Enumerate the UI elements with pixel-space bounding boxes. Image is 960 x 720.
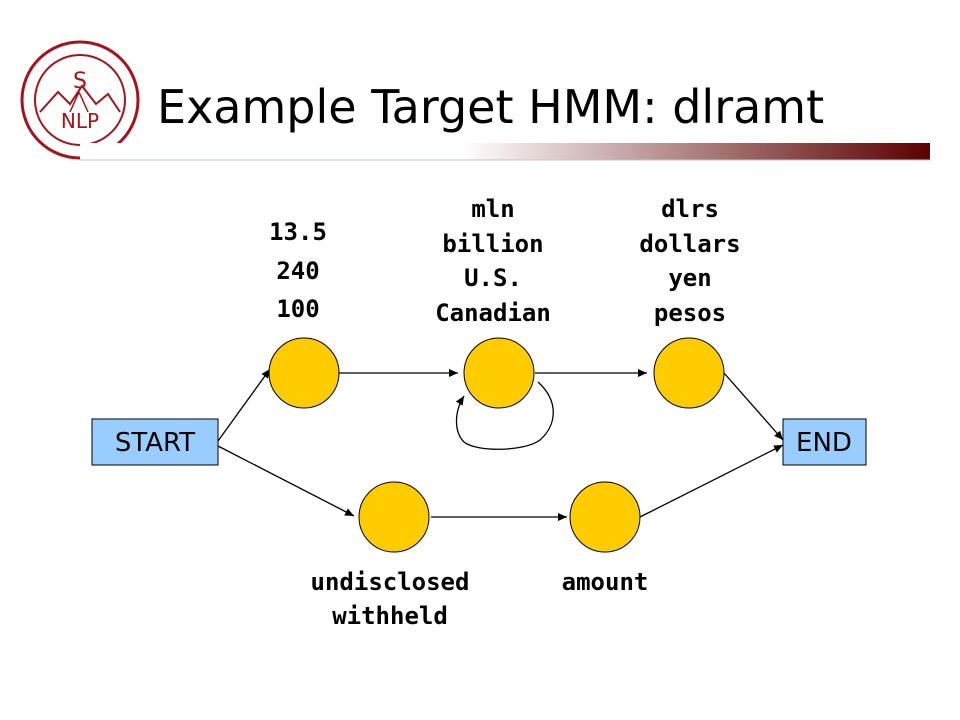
start-node: START xyxy=(91,418,219,466)
emission-word: billion xyxy=(442,230,543,258)
hmm-states xyxy=(268,337,725,553)
emissions-s1: 13.5 240 100 xyxy=(269,218,327,323)
logo-letters-top: S xyxy=(73,69,87,94)
arrow-s5-to-end xyxy=(639,444,784,518)
emission-word: amount xyxy=(562,568,649,596)
state-s4 xyxy=(358,481,430,553)
state-s3 xyxy=(653,337,725,409)
state-s2 xyxy=(463,337,535,409)
state-s5 xyxy=(569,481,641,553)
emissions-s2: mln billion U.S. Canadian xyxy=(435,195,551,327)
arrow-s2-self-loop xyxy=(455,381,554,450)
arrow-start-to-s4 xyxy=(217,445,355,517)
page-title: Example Target HMM: dlramt xyxy=(157,80,824,134)
emission-word: Canadian xyxy=(435,299,551,327)
emission-word: 13.5 xyxy=(269,218,327,246)
arrow-s3-to-end xyxy=(723,372,784,441)
emission-word: mln xyxy=(471,195,514,223)
emission-word: dollars xyxy=(639,230,740,258)
end-label: END xyxy=(796,428,852,458)
emission-word: dlrs xyxy=(661,195,719,223)
stanford-nlp-logo: S NLP xyxy=(20,40,140,160)
emissions-s3: dlrs dollars yen pesos xyxy=(639,195,740,327)
start-label: START xyxy=(115,428,195,458)
state-s1 xyxy=(268,337,340,409)
emission-word: U.S. xyxy=(464,264,522,292)
emission-word: withheld xyxy=(332,602,448,630)
arrow-start-to-s1 xyxy=(217,368,271,442)
end-node: END xyxy=(782,418,867,466)
title-bar xyxy=(80,143,930,160)
emission-word: yen xyxy=(668,264,711,292)
emissions-s4: undisclosed withheld xyxy=(311,568,470,630)
emission-word: 240 xyxy=(276,257,319,285)
emission-word: 100 xyxy=(276,295,319,323)
emission-word: pesos xyxy=(654,299,726,327)
emissions-s5: amount xyxy=(562,568,649,596)
logo-letters-bottom: NLP xyxy=(61,109,99,133)
emission-word: undisclosed xyxy=(311,568,470,596)
transition-arrows xyxy=(217,368,784,521)
